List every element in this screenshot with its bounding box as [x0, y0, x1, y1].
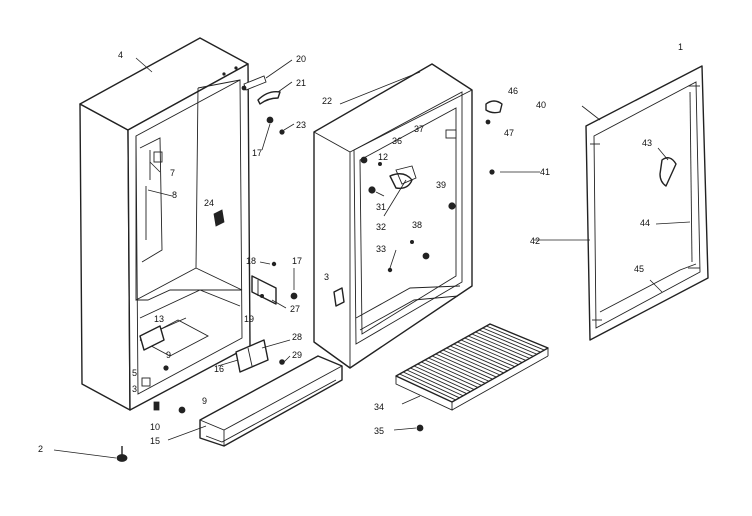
label-22: 22 [322, 96, 332, 106]
label-40: 40 [536, 100, 546, 110]
grille-wire [431, 355, 490, 382]
door-panel [585, 65, 709, 341]
grille-wire [406, 369, 464, 397]
grille-wire [486, 325, 545, 351]
grille-wire [442, 349, 501, 376]
label-34: 34 [374, 402, 384, 412]
door-stop [485, 100, 503, 175]
grille-wire [403, 371, 460, 399]
mid-bracket [235, 339, 285, 373]
door-liner [313, 63, 473, 369]
label-3-right: 3 [324, 272, 329, 282]
label-43: 43 [642, 138, 652, 148]
part-24 [213, 209, 225, 227]
label-20: 20 [296, 54, 306, 64]
label-7: 7 [170, 168, 175, 178]
grille-wire [457, 341, 515, 368]
label-37: 37 [414, 124, 424, 134]
label-3-left: 3 [132, 384, 137, 394]
label-38: 38 [412, 220, 422, 230]
grille-wire [424, 359, 482, 386]
label-9-upper: 9 [166, 350, 171, 360]
label-32: 32 [376, 222, 386, 232]
grille-wire [460, 339, 519, 366]
label-41: 41 [540, 167, 550, 177]
grille-wire [413, 365, 471, 393]
label-36: 36 [392, 136, 402, 146]
grille-wire [435, 353, 493, 380]
grille-wire [399, 373, 456, 401]
label-35: 35 [374, 426, 384, 436]
label-8: 8 [172, 190, 177, 200]
grille-wire [439, 351, 497, 378]
label-12: 12 [378, 152, 388, 162]
top-hinge-parts [241, 75, 285, 135]
label-10: 10 [150, 422, 160, 432]
label-31: 31 [376, 202, 386, 212]
label-46: 46 [508, 86, 518, 96]
label-17-top: 17 [252, 148, 262, 158]
label-13: 13 [154, 314, 164, 324]
bottom-left-parts [139, 325, 186, 414]
lower-hinge-bracket [251, 261, 298, 305]
label-19: 19 [244, 314, 254, 324]
label-17-lower: 17 [292, 256, 302, 266]
label-2: 2 [38, 444, 43, 454]
label-47: 47 [504, 128, 514, 138]
grille-wire [482, 327, 541, 353]
label-23: 23 [296, 120, 306, 130]
label-45: 45 [634, 264, 644, 274]
grille-screw [416, 424, 424, 432]
grille-wire [446, 347, 504, 374]
grille-wire [475, 331, 534, 357]
label-28: 28 [292, 332, 302, 342]
label-33: 33 [376, 244, 386, 254]
label-15: 15 [150, 436, 160, 446]
cabinet-shell [79, 37, 251, 411]
leader-lines [53, 57, 691, 459]
label-4: 4 [118, 50, 123, 60]
part-labels: 1 4 20 21 22 23 17 46 47 40 37 36 12 7 8… [38, 42, 683, 454]
grille-wire [468, 335, 527, 361]
toe-grille [395, 323, 549, 411]
label-21: 21 [296, 78, 306, 88]
grille-wire [410, 367, 467, 395]
label-44: 44 [640, 218, 650, 228]
grille-wire [428, 357, 486, 384]
label-27: 27 [290, 304, 300, 314]
grille-wire [478, 329, 538, 355]
grille-wire [421, 361, 479, 388]
label-18: 18 [246, 256, 256, 266]
label-5: 5 [132, 368, 137, 378]
label-42: 42 [530, 236, 540, 246]
leveling-leg [116, 446, 128, 462]
grille-wire [417, 363, 475, 390]
kick-plate [199, 355, 343, 447]
label-1: 1 [678, 42, 683, 52]
label-29: 29 [292, 350, 302, 360]
label-24: 24 [204, 198, 214, 208]
label-9-lower: 9 [202, 396, 207, 406]
label-39: 39 [436, 180, 446, 190]
grille-wire [450, 345, 508, 372]
grille-wire [464, 337, 523, 363]
door-clip [659, 157, 677, 187]
liner-parts [333, 129, 457, 307]
grille-wire [453, 343, 512, 370]
grille-wire [471, 333, 530, 359]
label-16: 16 [214, 364, 224, 374]
